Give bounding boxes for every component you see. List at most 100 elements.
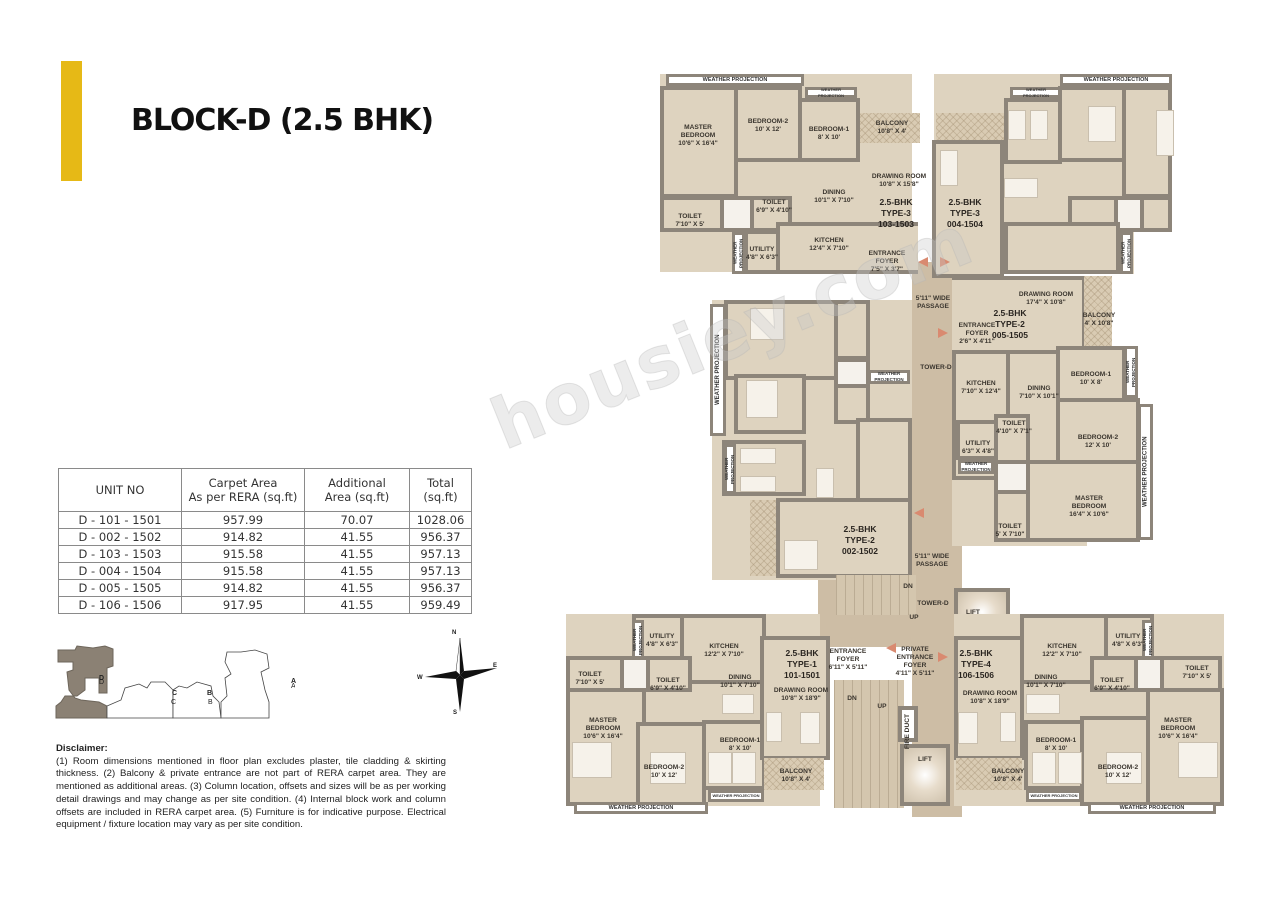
bed-furniture — [572, 742, 612, 778]
bed-furniture — [750, 308, 784, 340]
label-fire-duct: FIRE DUCT — [904, 714, 911, 750]
upper-staircase — [836, 575, 916, 615]
bed-furniture — [732, 752, 756, 784]
table-row: D - 002 - 1502 914.82 41.55 956.37 — [58, 528, 472, 546]
room-master-bedroom — [660, 86, 738, 198]
unit-101-1501 — [566, 614, 820, 806]
key-plan-label-b: B — [207, 690, 213, 697]
entry-arrow-icon — [918, 257, 928, 267]
room-bedroom-2 — [734, 86, 802, 162]
label-toilet: TOILET 6'9" X 4'10" — [1094, 677, 1130, 692]
label-utility: UTILITY 6'3" X 4'8" — [961, 440, 995, 455]
area-table: UNIT NO Carpet Area As per RERA (sq.ft) … — [58, 468, 472, 614]
shower — [620, 656, 650, 692]
fire-duct — [898, 706, 918, 742]
central-passage — [912, 262, 962, 817]
key-plan-label-b: B — [208, 699, 213, 706]
label-kitchen: KITCHEN 12'4" X 7'10" — [809, 237, 849, 252]
label-kitchen: KITCHEN 7'10" X 12'4" — [961, 380, 1001, 395]
dining-table — [816, 468, 834, 498]
unit-name-002-1502: 2.5-BHK TYPE-2 002-1502 — [842, 524, 878, 556]
room-bedroom-1 — [1004, 98, 1062, 164]
label-drawing-room: DRAWING ROOM 10'8" X 18'9" — [962, 690, 1018, 705]
cell-total: 1028.06 — [409, 511, 472, 529]
room-toilet — [1140, 196, 1172, 232]
room-bedroom-1 — [1056, 346, 1126, 402]
label-drawing-room: DRAWING ROOM 17'4" X 10'8" — [1018, 291, 1074, 306]
label-wide-passage: 5'11" WIDE PASSAGE — [915, 295, 951, 310]
label-bedroom-1: BEDROOM-1 8' X 10' — [1035, 737, 1077, 752]
cell-unit: D - 101 - 1501 — [58, 511, 182, 529]
label-dining: DINING 10'1" X 7'10" — [720, 674, 760, 689]
label-dn: DN — [847, 695, 857, 702]
room-utility — [956, 420, 998, 460]
room-kitchen — [680, 614, 766, 684]
room-bedroom-1 — [798, 98, 860, 162]
room-toilet — [1090, 656, 1138, 692]
room-toilet — [994, 490, 1030, 542]
room-toilet — [1068, 196, 1118, 232]
bed-furniture — [1032, 752, 1056, 784]
room-toilet — [660, 196, 724, 232]
label-balcony: BALCONY 10'8" X 4' — [875, 120, 909, 135]
weather-projection-small: WEATHER PROJECTION — [868, 370, 910, 384]
label-bedroom-2: BEDROOM-2 10' X 12' — [643, 764, 685, 779]
room-toilet — [1160, 656, 1222, 692]
cell-carpet: 914.82 — [181, 528, 305, 546]
label-drawing-room: DRAWING ROOM 10'8" X 18'9" — [773, 687, 829, 702]
table-header-row: UNIT NO Carpet Area As per RERA (sq.ft) … — [58, 468, 472, 512]
room-toilet — [646, 656, 692, 692]
room-master-bedroom — [566, 688, 646, 806]
sofa — [800, 712, 820, 744]
room-utility — [744, 230, 780, 274]
room-bedroom-2 — [636, 722, 706, 806]
room-kitchen — [1004, 222, 1120, 274]
room-kitchen — [856, 418, 912, 502]
weather-projection: WEATHER PROJECTION — [1138, 404, 1153, 540]
room-toilet — [750, 196, 792, 232]
key-plan-label-a: A — [291, 678, 297, 685]
key-plan: D C B A — [55, 645, 295, 719]
label-toilet: TOILET 7'10" X 5' — [1182, 665, 1212, 680]
unit-106-1506 — [954, 614, 1224, 806]
col-unit-no: UNIT NO — [58, 468, 182, 512]
unit-name-103-1503: 2.5-BHK TYPE-3 103-1503 — [878, 197, 914, 229]
room-utility — [632, 614, 684, 660]
lift-lower — [900, 744, 950, 806]
cell-additional: 70.07 — [304, 511, 410, 529]
cell-carpet: 914.82 — [181, 579, 305, 597]
label-master-bedroom: MASTER BEDROOM 10'6" X 16'4" — [1158, 717, 1198, 740]
label-toilet: TOILET 6'9" X 4'10" — [650, 677, 686, 692]
entry-arrow-icon — [940, 257, 950, 267]
entry-arrow-icon — [886, 643, 896, 653]
weather-projection: WEATHER PROJECTION — [1026, 790, 1082, 802]
cell-additional: 41.55 — [304, 545, 410, 563]
unit-name-004-1504: 2.5-BHK TYPE-3 004-1504 — [947, 197, 983, 229]
cell-additional: 41.55 — [304, 562, 410, 580]
room-bedroom-1 — [722, 440, 806, 496]
page-title: BLOCK-D (2.5 BHK) — [131, 103, 434, 138]
room-bedroom-2 — [1080, 716, 1150, 806]
col-carpet-area: Carpet Area As per RERA (sq.ft) — [181, 468, 305, 512]
weather-projection-small: WEATHER PROJECTION — [732, 232, 745, 274]
compass-s: S — [453, 710, 458, 716]
label-balcony: BALCONY 4' X 10'8" — [1082, 312, 1116, 327]
disclaimer-text: (1) Room dimensions mentioned in floor p… — [56, 755, 446, 831]
table-row: D - 101 - 1501 957.99 70.07 1028.06 — [58, 511, 472, 529]
watermark: housiey.com — [479, 198, 985, 467]
label-wide-passage: 5'11" WIDE PASSAGE — [914, 553, 950, 568]
cell-carpet: 957.99 — [181, 511, 305, 529]
label-master-bedroom: MASTER BEDROOM 10'6" X 16'4" — [678, 124, 718, 147]
label-bedroom-2: BEDROOM-2 10' X 12' — [747, 118, 789, 133]
weather-projection-small: WEATHER PROJECTION — [1120, 232, 1133, 274]
dining-table — [722, 694, 754, 714]
unit-002-1502 — [712, 300, 912, 580]
room-bedroom-2 — [1058, 86, 1126, 162]
label-master-bedroom: MASTER BEDROOM 10'6" X 16'4" — [583, 717, 623, 740]
label-dn: DN — [903, 583, 913, 590]
label-drawing-room: DRAWING ROOM 10'8" X 15'8" — [871, 173, 927, 188]
room-kitchen — [776, 222, 918, 274]
bed-furniture — [1156, 110, 1174, 156]
key-plan-label-c: C — [171, 699, 176, 706]
weather-projection: WEATHER PROJECTION — [805, 87, 857, 98]
